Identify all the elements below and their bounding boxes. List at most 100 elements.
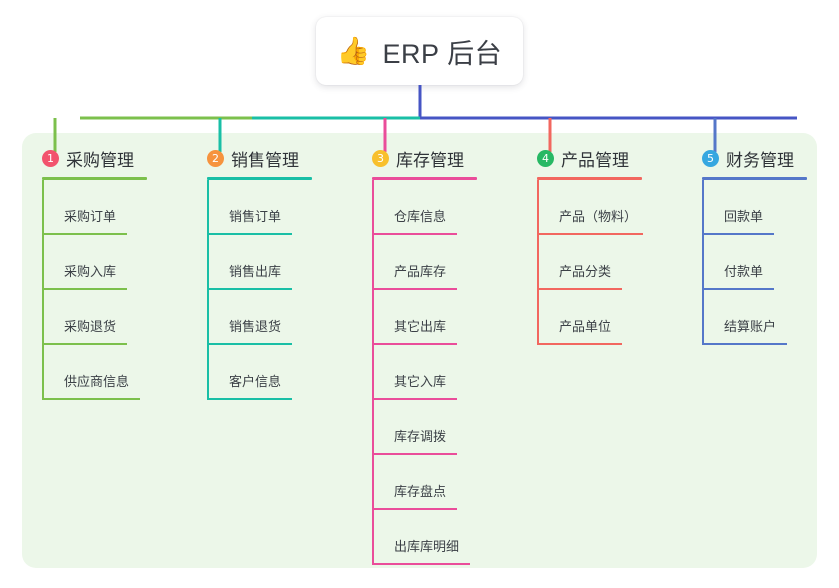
list-item-rule	[702, 288, 774, 290]
list-item-label: 产品单位	[559, 319, 612, 334]
list-item-label: 产品库存	[394, 264, 447, 279]
column-title: 产品管理	[561, 150, 629, 170]
list-item[interactable]: 库存盘点	[372, 455, 477, 510]
column-header-rule	[537, 177, 642, 180]
list-item-label: 结算账户	[724, 319, 777, 334]
list-item[interactable]: 其它出库	[372, 290, 477, 345]
list-item-label: 采购入库	[64, 264, 117, 279]
list-item-rule	[42, 288, 127, 290]
list-item-rule	[207, 288, 292, 290]
list-item-rule	[372, 453, 457, 455]
list-item[interactable]: 供应商信息	[42, 345, 147, 400]
list-item[interactable]: 采购退货	[42, 290, 147, 345]
list-item-rule	[702, 343, 787, 345]
list-item-rule	[372, 233, 457, 235]
column-items: 销售订单销售出库销售退货客户信息	[207, 180, 312, 400]
list-item[interactable]: 回款单	[702, 180, 807, 235]
column-header[interactable]: 4 产品管理	[537, 146, 642, 170]
list-item-rule	[207, 233, 292, 235]
list-item[interactable]: 采购入库	[42, 235, 147, 290]
column-title: 库存管理	[396, 150, 464, 170]
column-items: 回款单付款单结算账户	[702, 180, 807, 345]
list-item-rule	[372, 508, 457, 510]
list-item-rule	[42, 398, 140, 400]
list-item[interactable]: 采购订单	[42, 180, 147, 235]
column-销售管理: 2 销售管理销售订单销售出库销售退货客户信息	[207, 146, 312, 400]
list-item[interactable]: 产品分类	[537, 235, 642, 290]
list-item[interactable]: 产品单位	[537, 290, 642, 345]
column-产品管理: 4 产品管理产品（物料） 产品分类产品单位	[537, 146, 643, 345]
column-index-badge: 4	[537, 149, 554, 167]
list-item-rule	[207, 398, 292, 400]
diagram-panel	[22, 133, 817, 568]
list-item[interactable]: 销售退货	[207, 290, 312, 345]
column-header-rule	[207, 177, 312, 180]
list-item-label: 仓库信息	[394, 209, 447, 224]
list-item[interactable]: 产品（物料）	[537, 180, 643, 235]
list-item[interactable]: 库存调拨	[372, 400, 477, 455]
root-node[interactable]: 👍 ERP 后台	[316, 17, 523, 85]
thumbs-up-icon: 👍	[336, 35, 371, 66]
column-header-rule	[42, 177, 147, 180]
column-spine	[372, 180, 374, 565]
list-item-label: 付款单	[724, 264, 764, 279]
column-spine	[537, 180, 539, 345]
list-item-label: 库存调拨	[394, 429, 447, 444]
list-item-label: 客户信息	[229, 374, 282, 389]
list-item-label: 采购退货	[64, 319, 117, 334]
list-item-label: 出库库明细	[394, 539, 460, 554]
list-item[interactable]: 付款单	[702, 235, 807, 290]
list-item-label: 采购订单	[64, 209, 117, 224]
column-header[interactable]: 5 财务管理	[702, 146, 807, 170]
list-item[interactable]: 结算账户	[702, 290, 807, 345]
column-库存管理: 3 库存管理仓库信息产品库存其它出库其它入库库存调拨库存盘点出库库明细	[372, 146, 477, 565]
column-title: 销售管理	[231, 150, 299, 170]
column-spine	[702, 180, 704, 345]
list-item[interactable]: 产品库存	[372, 235, 477, 290]
list-item-rule	[207, 343, 292, 345]
root-node-content: 👍 ERP 后台	[337, 32, 502, 71]
column-items: 仓库信息产品库存其它出库其它入库库存调拨库存盘点出库库明细	[372, 180, 477, 565]
list-item-label: 其它出库	[394, 319, 447, 334]
column-header[interactable]: 3 库存管理	[372, 146, 477, 170]
list-item[interactable]: 出库库明细	[372, 510, 477, 565]
root-node-title: ERP 后台	[382, 38, 503, 69]
column-index-badge: 5	[702, 149, 719, 167]
list-item-label: 销售退货	[229, 319, 282, 334]
list-item-label: 销售订单	[229, 209, 282, 224]
list-item-rule	[372, 398, 457, 400]
list-item-rule	[537, 288, 622, 290]
list-item-label: 回款单	[724, 209, 764, 224]
list-item-rule	[537, 343, 622, 345]
column-spine	[207, 180, 209, 400]
list-item[interactable]: 销售订单	[207, 180, 312, 235]
column-spine	[42, 180, 44, 400]
column-header-rule	[372, 177, 477, 180]
column-header[interactable]: 2 销售管理	[207, 146, 312, 170]
list-item-rule	[702, 233, 774, 235]
list-item-rule	[537, 233, 643, 235]
column-财务管理: 5 财务管理回款单付款单结算账户	[702, 146, 807, 345]
column-header-rule	[702, 177, 807, 180]
column-items: 产品（物料） 产品分类产品单位	[537, 180, 643, 345]
list-item-label: 供应商信息	[64, 374, 130, 389]
list-item[interactable]: 销售出库	[207, 235, 312, 290]
list-item-label: 销售出库	[229, 264, 282, 279]
list-item-label: 产品（物料）	[559, 209, 638, 224]
list-item[interactable]: 仓库信息	[372, 180, 477, 235]
column-items: 采购订单采购入库采购退货供应商信息	[42, 180, 147, 400]
list-item-rule	[42, 343, 127, 345]
list-item-label: 产品分类	[559, 264, 612, 279]
column-index-badge: 3	[372, 149, 389, 167]
list-item-rule	[372, 288, 457, 290]
list-item-label: 库存盘点	[394, 484, 447, 499]
column-index-badge: 2	[207, 149, 224, 167]
column-title: 财务管理	[726, 150, 794, 170]
list-item[interactable]: 其它入库	[372, 345, 477, 400]
column-title: 采购管理	[66, 150, 134, 170]
list-item[interactable]: 客户信息	[207, 345, 312, 400]
list-item-rule	[42, 233, 127, 235]
